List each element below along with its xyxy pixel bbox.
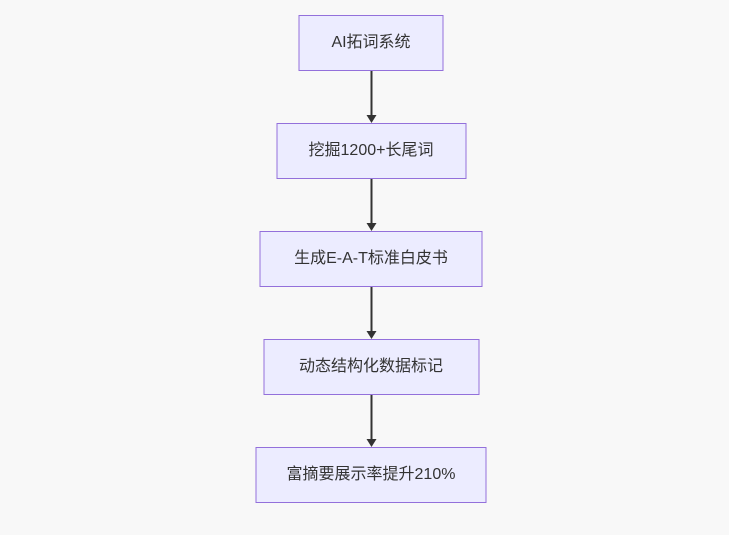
node-label: AI拓词系统 <box>331 34 411 52</box>
flow-node-structured-data-markup: 动态结构化数据标记 <box>263 339 479 395</box>
node-label: 生成E-A-T标准白皮书 <box>294 250 448 268</box>
arrowhead-down-icon <box>366 439 376 447</box>
arrowhead-down-icon <box>366 115 376 123</box>
arrowhead-down-icon <box>366 331 376 339</box>
arrow-line <box>370 287 372 331</box>
flowchart-column: AI拓词系统 挖掘1200+长尾词 生成E-A-T标准白皮书 动态结构化数据标记 <box>255 15 487 503</box>
arrow-line <box>370 179 372 223</box>
arrow-connector <box>366 71 376 123</box>
arrow-connector <box>366 179 376 231</box>
arrow-line <box>370 71 372 115</box>
arrow-line <box>370 395 372 439</box>
arrowhead-down-icon <box>366 223 376 231</box>
flow-node-rich-snippet-result: 富摘要展示率提升210% <box>255 447 487 503</box>
node-label: 动态结构化数据标记 <box>298 358 443 376</box>
node-label: 挖掘1200+长尾词 <box>308 142 434 160</box>
flow-node-ai-keyword-system: AI拓词系统 <box>298 15 444 71</box>
node-label: 富摘要展示率提升210% <box>286 466 456 484</box>
arrow-connector <box>366 287 376 339</box>
arrow-connector <box>366 395 376 447</box>
flow-node-eat-whitepaper: 生成E-A-T标准白皮书 <box>259 231 483 287</box>
flow-node-longtail-mining: 挖掘1200+长尾词 <box>276 123 466 179</box>
